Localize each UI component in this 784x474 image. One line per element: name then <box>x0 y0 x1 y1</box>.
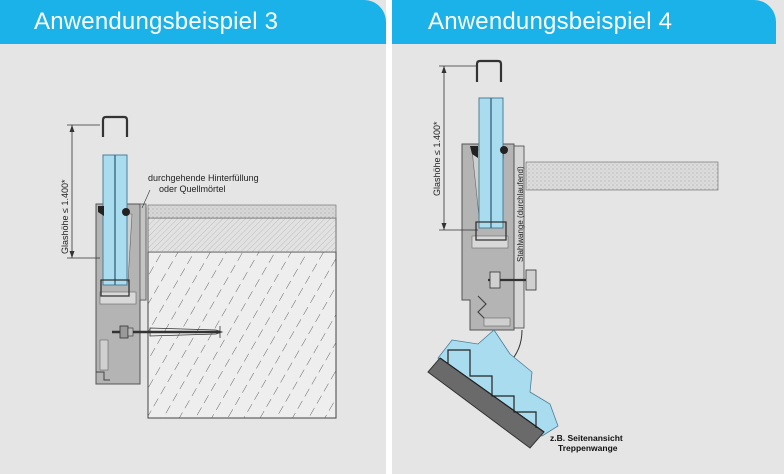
glass-height-label: Glashöhe ≤ 1.400* <box>60 179 70 254</box>
anchor-bolt <box>112 325 224 339</box>
side-view-note-2: Treppenwange <box>558 443 618 453</box>
through-bolt <box>488 269 537 291</box>
example-3-header: Anwendungsbeispiel 3 <box>0 0 386 44</box>
example-3-drawing: Glashöhe ≤ 1.400* durchgehende Hinterfül… <box>60 115 337 419</box>
gasket <box>98 206 104 216</box>
glass-height-dimension <box>67 124 100 259</box>
glass-pane <box>100 154 130 297</box>
example-4-panel: Anwendungsbeispiel 4 Stahlwange (durchla… <box>392 0 784 474</box>
example-3-title: Anwendungsbeispiel 3 <box>34 8 279 35</box>
glass-height-label: Glashöhe ≤ 1.400* <box>432 121 442 196</box>
gasket <box>470 146 478 158</box>
callout-line-1: durchgehende Hinterfüllung <box>148 173 259 183</box>
callout-line-2: oder Quellmörtel <box>159 184 226 194</box>
example-4-title: Anwendungsbeispiel 4 <box>428 8 673 35</box>
gasket <box>122 208 130 216</box>
stair-tread <box>525 161 719 191</box>
handrail-cap <box>101 115 129 137</box>
glass-pane <box>475 97 507 241</box>
callout-leader <box>141 189 151 209</box>
stringer-label: Stahlwange (durchlaufend) <box>516 166 525 262</box>
example-4-drawing: Stahlwange (durchlaufend) <box>427 59 719 453</box>
handrail-cap <box>475 59 503 82</box>
floor-covering <box>147 204 337 219</box>
side-view-note-1: z.B. Seitenansicht <box>550 433 623 443</box>
stair-side-view <box>427 329 559 449</box>
glass-height-dimension <box>439 65 478 231</box>
gasket <box>500 146 508 154</box>
example-3-panel: Anwendungsbeispiel 3 <box>0 0 386 474</box>
example-4-header: Anwendungsbeispiel 4 <box>392 0 776 44</box>
